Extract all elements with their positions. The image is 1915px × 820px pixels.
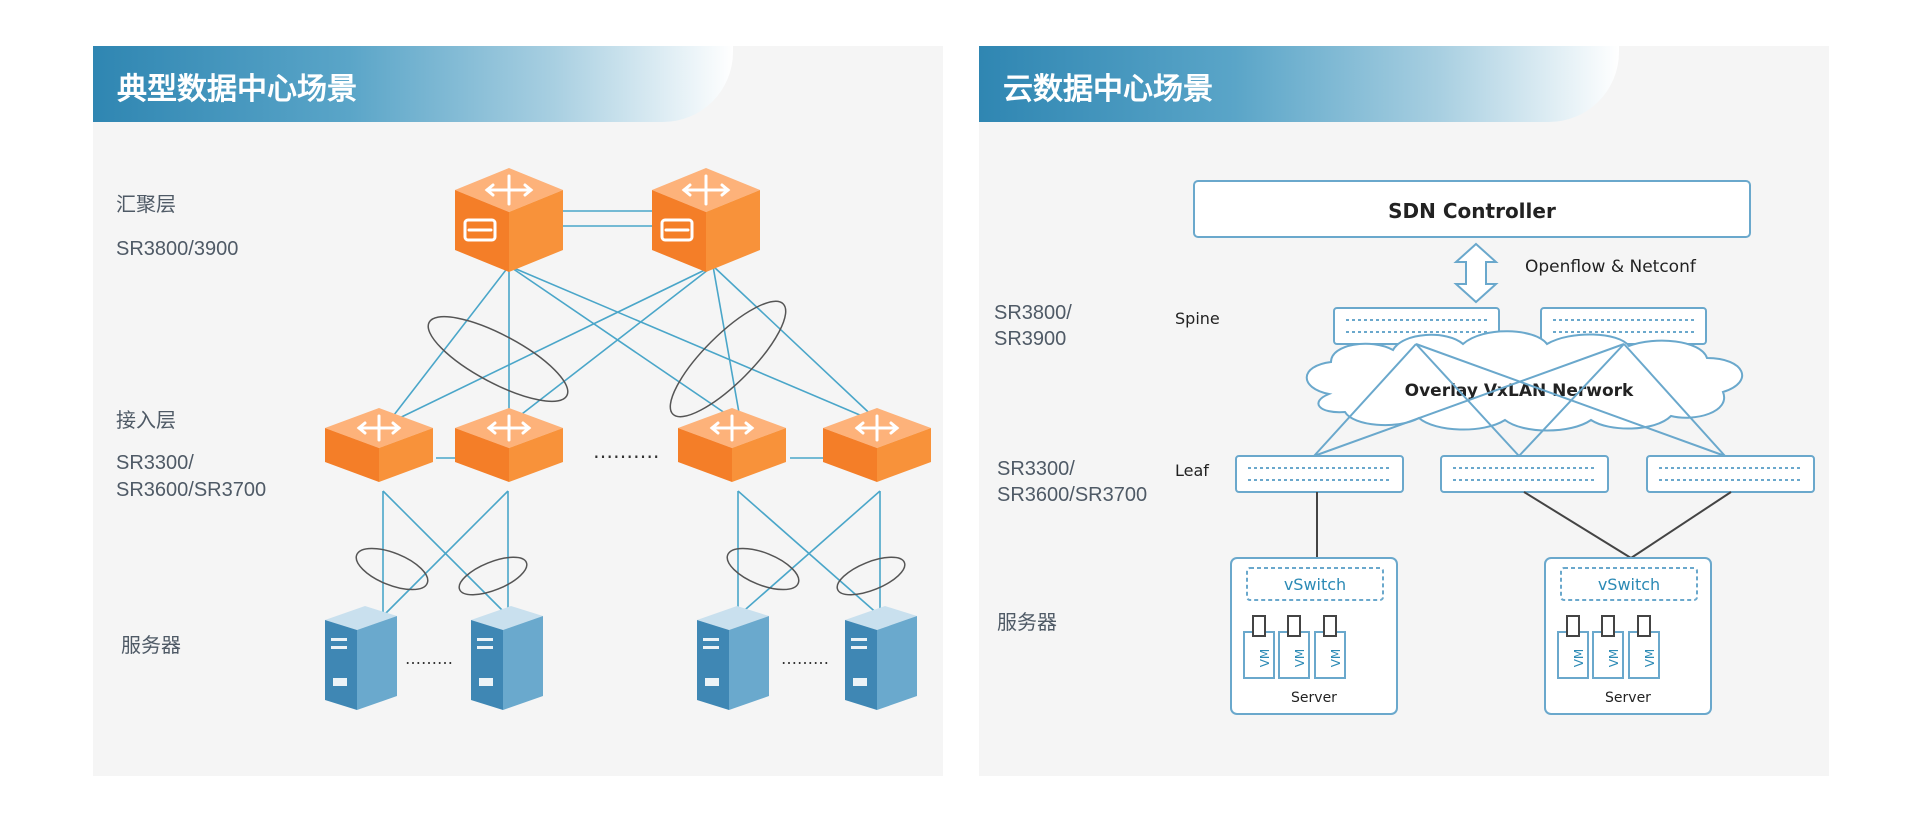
server-ellipsis-2: ………: [781, 649, 829, 668]
vm-label-5: VM: [1607, 649, 1621, 668]
typical-dc-header: 典型数据中心场景: [93, 46, 733, 122]
typical-dc-topology: ………. ……… ………: [323, 166, 933, 710]
cloud-dc-header: 云数据中心场景: [979, 46, 1619, 122]
overlay-label: Overlay VxLAN Nerwork: [1405, 381, 1634, 401]
server-layer-label: 服务器: [121, 635, 181, 657]
aggregation-switch-1: [453, 166, 565, 274]
leaf-server-links: [1316, 491, 1732, 559]
access-model-line1: SR3300/: [116, 452, 194, 474]
vm-label-1: VM: [1258, 649, 1272, 668]
server-4: [845, 606, 917, 710]
vm-label-2: VM: [1293, 649, 1307, 668]
leaf-model-line2: SR3600/SR3700: [997, 484, 1148, 506]
cloud-server-2: vSwitch VM VM VM Server: [1544, 557, 1712, 715]
link-aggregation-ellipses: [355, 300, 906, 596]
spine-leaf-links: [1313, 343, 1726, 457]
protocol-label: Openflow & Netconf: [1525, 257, 1697, 277]
access-switch-2: [453, 406, 565, 484]
spine-label: Spine: [1175, 309, 1220, 328]
access-layer-label: 接入层: [116, 410, 176, 432]
double-arrow-icon: [1453, 242, 1499, 304]
cloud-server-label: 服务器: [997, 612, 1057, 634]
aggregation-model-label: SR3800/3900: [116, 238, 239, 260]
leaf-switch-3: [1646, 455, 1815, 493]
access-switch-4: [821, 406, 933, 484]
cloud-dc-panel: 云数据中心场景 SR3800/ SR3900 SR3300/ SR3600/SR…: [979, 46, 1829, 776]
server-ellipsis-1: ………: [405, 649, 453, 668]
vm-label-3: VM: [1329, 649, 1343, 668]
server-box-label-2: Server: [1605, 690, 1651, 706]
typical-dc-title: 典型数据中心场景: [117, 72, 357, 107]
server-2: [471, 606, 543, 710]
server-box-label-1: Server: [1291, 690, 1337, 706]
cloud-dc-topology: SDN Controller Openflow & Netconf Spine …: [1175, 180, 1815, 715]
cloud-server-1: vSwitch VM VM VM Server: [1230, 557, 1398, 715]
vm-label-4: VM: [1572, 649, 1586, 668]
vm-label-6: VM: [1643, 649, 1657, 668]
leaf-model-line1: SR3300/: [997, 458, 1075, 480]
sdn-controller-box: [1193, 180, 1751, 238]
typical-dc-panel: 典型数据中心场景 汇聚层 SR3800/3900 接入层 SR3300/ SR3…: [93, 46, 943, 776]
vswitch-label-2: vSwitch: [1598, 575, 1660, 594]
sdn-controller-label: SDN Controller: [1388, 199, 1556, 223]
uplink-lines: [382, 210, 882, 617]
spine-model-line1: SR3800/: [994, 302, 1072, 324]
access-switch-1: [323, 406, 435, 484]
aggregation-switch-2: [650, 166, 762, 274]
spine-model-line2: SR3900: [994, 328, 1067, 350]
access-ellipsis: ……….: [593, 439, 659, 463]
cloud-dc-title: 云数据中心场景: [1003, 72, 1213, 107]
leaf-switch-2: [1440, 455, 1609, 493]
leaf-label: Leaf: [1175, 461, 1209, 480]
server-3: [697, 606, 769, 710]
leaf-switch-1: [1235, 455, 1404, 493]
aggregation-layer-label: 汇聚层: [116, 194, 176, 216]
access-model-line2: SR3600/SR3700: [116, 479, 267, 501]
server-1: [325, 606, 397, 710]
access-switch-3: [676, 406, 788, 484]
vswitch-label-1: vSwitch: [1284, 575, 1346, 594]
